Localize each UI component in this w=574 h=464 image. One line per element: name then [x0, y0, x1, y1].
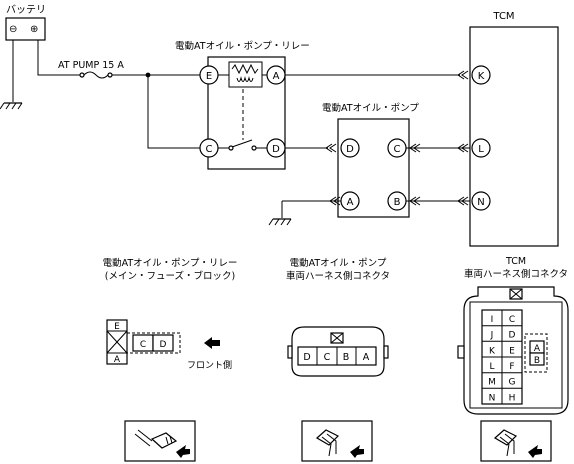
tcm-body — [469, 26, 559, 247]
pump-label: 電動ATオイル・ポンプ — [322, 103, 419, 114]
ground-icon — [0, 102, 23, 110]
tcm-connector-pin-c: C — [509, 315, 515, 325]
pump-connector-title-1: 電動ATオイル・ポンプ — [290, 258, 387, 269]
battery-minus-terminal: ⊖ — [9, 24, 17, 35]
pump-pin-d — [340, 138, 360, 158]
probe-arrow-icon — [176, 445, 190, 458]
relay-connector-title-2: (メイン・フューズ・ブロック) — [105, 270, 235, 282]
relay-connector-title-1: 電動ATオイル・ポンプ・リレー — [103, 258, 238, 269]
pump-pin-a-label: A — [347, 197, 354, 208]
tcm-connector-inner-pin-a: A — [534, 344, 541, 354]
relay: 電動ATオイル・ポンプ・リレー E A C D — [175, 41, 310, 170]
tcm-connector-pin-d: D — [509, 331, 516, 341]
tcm: TCM K L N — [469, 11, 559, 247]
tcm-connector-pin-m: M — [488, 378, 496, 388]
tcm-connector-pin-h: H — [509, 393, 516, 403]
tcm-connector-pin-n: N — [489, 393, 496, 403]
fuse-label: AT PUMP 15 A — [58, 60, 124, 71]
tcm-pin-l-label: L — [478, 144, 484, 155]
pump-connector-title-2: 車両ハーネス側コネクタ — [286, 270, 390, 282]
tcm-pin-n-label: N — [477, 197, 484, 208]
tcm-probe-thumbnail — [480, 420, 552, 462]
fuse-terminal-right — [107, 72, 113, 78]
ground-icon — [268, 218, 292, 226]
battery: バッテリ ⊖ ⊕ — [0, 4, 80, 110]
fuse: AT PUMP 15 A — [58, 60, 124, 79]
relay-c-wire — [147, 75, 200, 149]
battery-positive-wire — [37, 40, 80, 76]
relay-pin-a-label: A — [273, 71, 280, 82]
tcm-connector-inner-pin-b: B — [534, 356, 540, 366]
relay-label: 電動ATオイル・ポンプ・リレー — [175, 41, 310, 52]
probe-arrow-icon — [350, 445, 364, 458]
tcm-connector-title-1: TCM — [505, 256, 526, 267]
tcm-pin-k — [471, 65, 491, 85]
pump-pin-b-label: B — [394, 197, 401, 208]
pump-connector-pin-c: C — [324, 352, 331, 363]
tcm-connector-pin-i: I — [491, 315, 494, 325]
oil-pump: 電動ATオイル・ポンプ D C A B — [322, 103, 419, 218]
relay-switch-icon — [218, 89, 267, 151]
relay-connector-body — [126, 332, 181, 354]
fuse-icon — [83, 71, 109, 79]
relay-connector-pin-a: A — [114, 355, 121, 365]
pump-probe-thumbnail — [301, 420, 373, 462]
tcm-connector-pin-f: F — [509, 362, 514, 372]
fuse-terminal-left — [79, 72, 85, 78]
relay-coil-icon — [218, 61, 267, 88]
pump-connector-pin-b: B — [343, 352, 350, 363]
relay-connector-pin-e: E — [114, 322, 120, 332]
front-arrow-icon — [204, 337, 220, 349]
tcm-connector-view: TCM 車両ハーネス側コネクタ I J K L M N C D E F G H … — [457, 256, 569, 415]
pump-connector-pin-a: A — [363, 352, 370, 363]
battery-plus-terminal: ⊕ — [30, 24, 38, 35]
tcm-connector-pin-l: L — [489, 362, 494, 372]
tcm-connector-pin-j: J — [490, 331, 494, 341]
tcm-label: TCM — [492, 11, 514, 22]
relay-probe-thumbnail — [124, 420, 196, 462]
pump-connector-pin-d: D — [303, 352, 310, 363]
pump-pin-d-label: D — [346, 144, 354, 155]
pump-connector-view: 電動ATオイル・ポンプ 車両ハーネス側コネクタ D C B A — [286, 258, 390, 377]
tcm-pin-k-label: K — [478, 71, 485, 82]
relay-connector-pin-d: D — [160, 340, 167, 350]
relay-connector-view: 電動ATオイル・ポンプ・リレー (メイン・フューズ・ブロック) E A C D … — [103, 258, 238, 371]
front-side-label: フロント側 — [187, 359, 232, 371]
pump-pin-c-label: C — [394, 144, 401, 155]
tcm-connector-pin-e: E — [509, 346, 515, 356]
tcm-pin-n — [471, 191, 491, 211]
tcm-connector-pin-k: K — [489, 346, 496, 356]
probe-arrow-icon — [528, 445, 542, 458]
tcm-connector-title-2: 車両ハーネス側コネクタ — [464, 268, 568, 280]
relay-pin-d-label: D — [272, 144, 280, 155]
battery-label: バッテリ — [6, 4, 46, 16]
battery-body — [5, 17, 46, 41]
relay-pin-e-label: E — [206, 71, 212, 82]
relay-pin-c-label: C — [206, 144, 213, 155]
tcm-pin-l — [471, 138, 491, 158]
relay-connector-pin-c: C — [140, 340, 146, 350]
tcm-connector-pin-g: G — [509, 378, 516, 388]
